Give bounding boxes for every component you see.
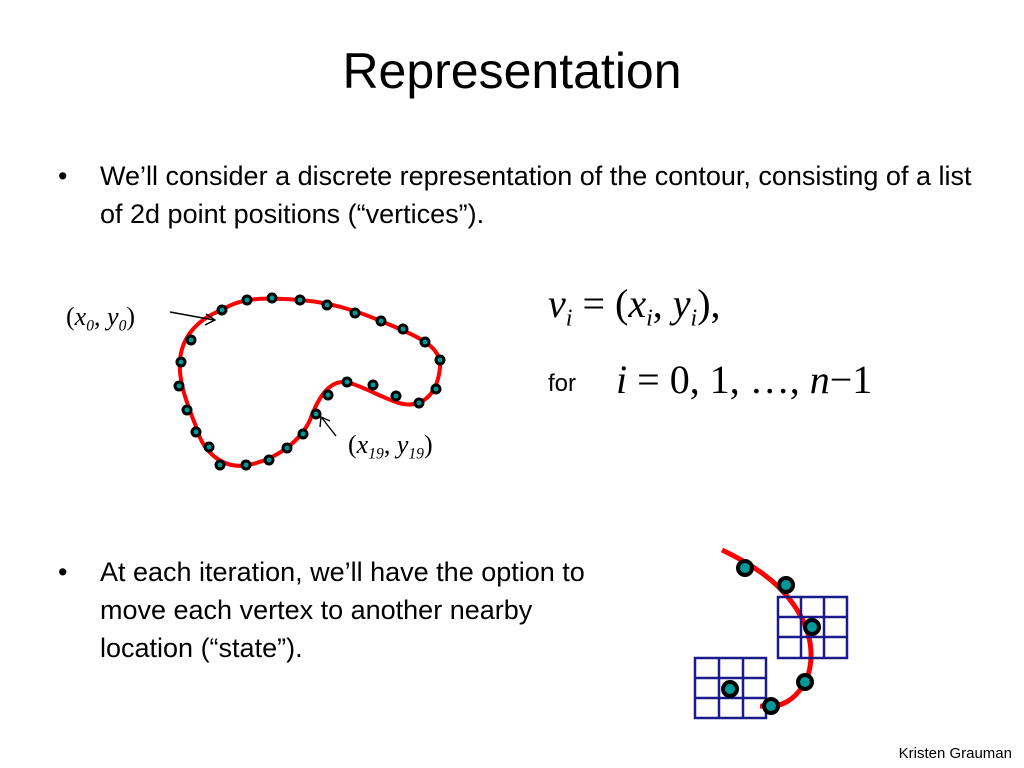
vertex-point (367, 379, 379, 391)
contour-vertices (173, 292, 446, 471)
zoom-contour-curve (720, 547, 814, 709)
pointer-arrow-last (321, 417, 337, 437)
vertex-point (175, 356, 187, 368)
for-label: for (548, 370, 577, 397)
state-grid-lower (693, 656, 768, 720)
bullet-text: We’ll consider a discrete representation… (100, 161, 972, 229)
vertex-point (266, 292, 278, 304)
pointer-arrow-first-head (204, 313, 217, 326)
vertex-point (181, 404, 193, 416)
vertex-point (281, 442, 293, 454)
pointer-arrow-last-head (319, 415, 331, 428)
zoom-vertex-point (762, 697, 780, 715)
zoom-vertex-point (736, 559, 754, 577)
vertex-point (375, 315, 387, 327)
vertex-point (185, 334, 197, 346)
vertex-point (390, 390, 402, 402)
vertex-point (294, 294, 306, 306)
label-last-vertex: (x19, y19) (348, 430, 433, 463)
vertex-point (413, 397, 425, 409)
vertex-point (349, 307, 361, 319)
zoom-vertex-point (803, 618, 821, 636)
vertex-point (241, 294, 253, 306)
vertex-point (341, 376, 353, 388)
zoom-vertex-point (796, 673, 814, 691)
label-pointer-arrows (169, 311, 337, 437)
vertex-point (214, 459, 226, 471)
vertex-point (434, 354, 446, 366)
vertex-point (397, 323, 409, 335)
index-range-equation: i = 0, 1, …, n−1 (616, 357, 873, 402)
vertex-point (173, 380, 185, 392)
bullet-move-vertex: • At each iteration, we’ll have the opti… (58, 553, 620, 667)
vertex-equation: vi = (xi, yi), (548, 281, 721, 332)
vertex-point (430, 383, 442, 395)
bullet-marker: • (58, 557, 68, 587)
pointer-arrow-first (169, 311, 215, 321)
vertex-point (310, 408, 322, 420)
zoom-vertex-point (721, 680, 739, 698)
slide-title: Representation (342, 43, 682, 99)
bullet-text: At each iteration, we’ll have the option… (100, 557, 585, 663)
zoom-vertices (721, 559, 821, 715)
bullet-marker: • (58, 161, 68, 191)
vertex-point (322, 389, 334, 401)
author-credit: Kristen Grauman (898, 745, 1012, 762)
vertex-point (240, 459, 252, 471)
vertex-point (419, 336, 431, 348)
vertex-point (190, 426, 202, 438)
vertex-point (263, 454, 275, 466)
label-first-vertex: (x0, y0) (66, 302, 136, 335)
bullet-discrete-representation: • We’ll consider a discrete representati… (58, 157, 980, 233)
vertex-point (203, 441, 215, 453)
state-grid-illustration (693, 547, 849, 720)
state-grid-upper (776, 595, 849, 660)
vertex-point (216, 304, 228, 316)
zoom-vertex-point (777, 576, 795, 594)
vertex-point (297, 428, 309, 440)
vertex-point (321, 299, 333, 311)
